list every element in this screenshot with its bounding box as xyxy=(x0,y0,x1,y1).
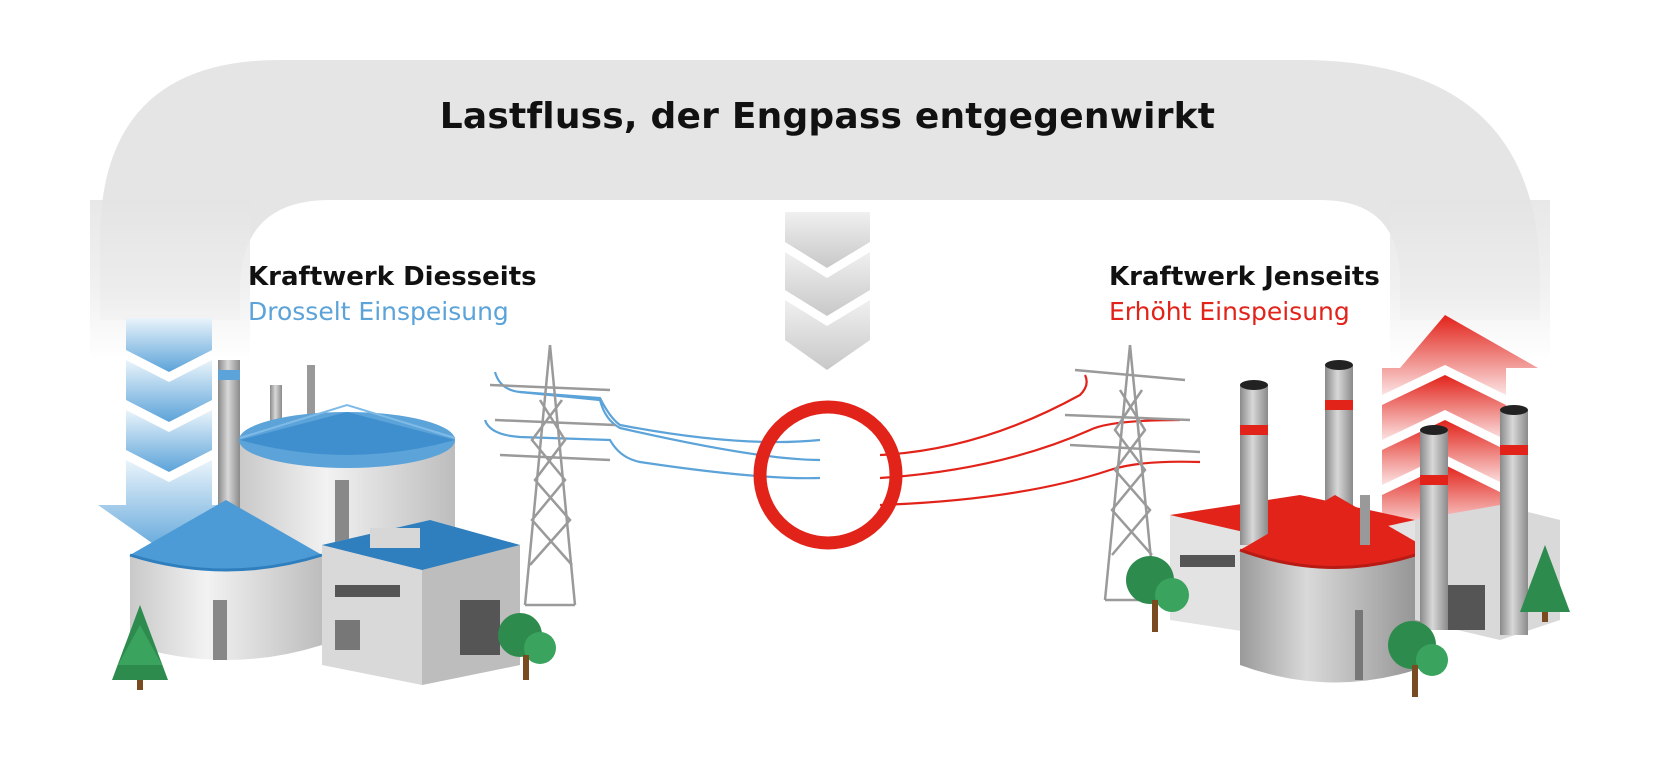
chimney-icon xyxy=(1500,410,1528,635)
chimney-icon xyxy=(1420,430,1448,630)
down-chevrons-icon xyxy=(785,212,870,370)
chimney-icon xyxy=(1240,385,1268,545)
left-plant-status: Drosselt Einspeisung xyxy=(248,297,509,326)
power-tower-icon xyxy=(489,344,616,607)
congestion-circle-icon xyxy=(753,400,903,550)
tree-icon xyxy=(112,605,168,690)
loadflow-arch xyxy=(90,60,1550,360)
tree-icon xyxy=(1126,556,1189,632)
up-arrow-icon xyxy=(1382,315,1538,530)
diagram-title: Lastfluss, der Engpass entgegenwirkt xyxy=(439,96,1216,137)
tree-icon xyxy=(1520,545,1570,622)
right-plant-status: Erhöht Einspeisung xyxy=(1109,297,1350,326)
tree-icon xyxy=(498,613,556,680)
power-plant-left xyxy=(129,360,520,685)
left-plant-name: Kraftwerk Diesseits xyxy=(248,262,537,292)
down-arrow-icon xyxy=(98,318,240,555)
power-plant-right xyxy=(1170,360,1560,683)
tree-icon xyxy=(1388,621,1448,697)
right-plant-name: Kraftwerk Jenseits xyxy=(1109,262,1380,292)
transmission-lines xyxy=(483,371,1201,507)
chimney-icon xyxy=(218,360,240,535)
